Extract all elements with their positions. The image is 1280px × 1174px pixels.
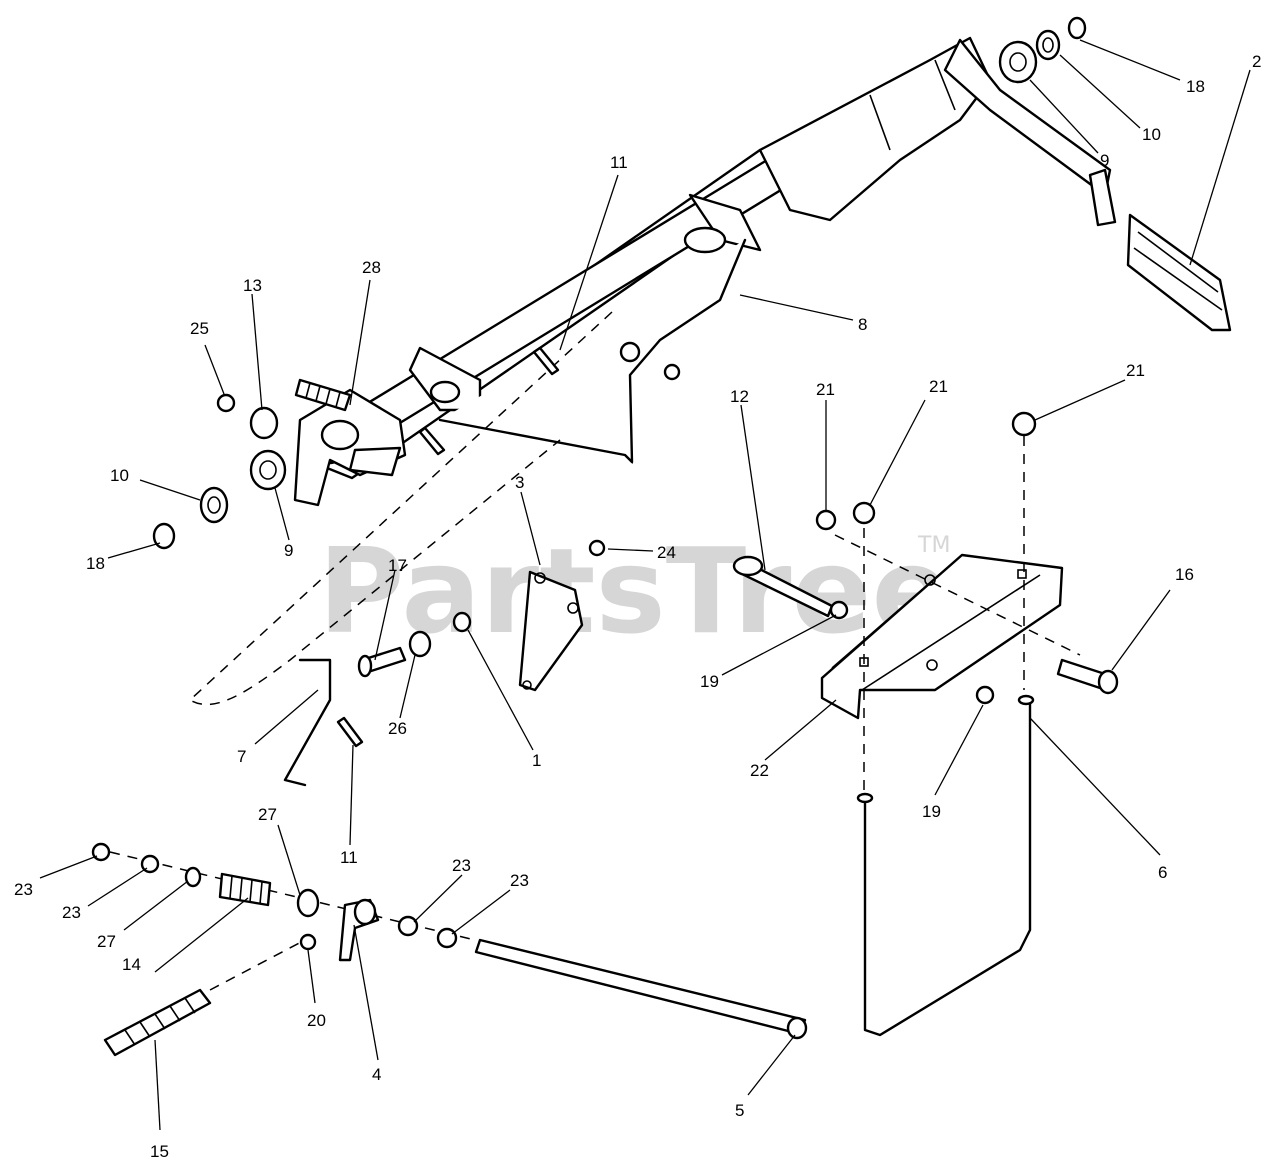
callout-label-25: 25 [190, 319, 209, 338]
cotter-pin-11-upper [532, 346, 560, 376]
nut-21-left [815, 509, 837, 531]
rod-6 [863, 698, 1032, 1037]
callout-label-11: 11 [610, 153, 628, 172]
centerline [109, 851, 476, 941]
cotter-pin [418, 426, 446, 456]
callout-label-23: 23 [14, 880, 33, 899]
nut-25 [216, 393, 236, 413]
lift-shaft-assembly [293, 36, 1232, 507]
callout-label-7: 7 [237, 747, 246, 766]
nut-21-middle [852, 501, 876, 525]
callout-label-22: 22 [750, 761, 769, 780]
callout-label-8: 8 [858, 315, 867, 334]
callout-label-9: 9 [284, 541, 293, 560]
callout-label-21: 21 [1126, 361, 1145, 380]
callout-label-1: 1 [532, 751, 541, 770]
callout-label-12: 12 [730, 387, 749, 406]
callout-label-23: 23 [510, 871, 529, 890]
knob-13 [249, 406, 279, 440]
callout-label-3: 3 [515, 473, 524, 492]
callout-label-28: 28 [362, 258, 381, 277]
callout-label-27: 27 [97, 932, 116, 951]
leader-lines [39, 39, 1251, 1131]
rod-7 [283, 658, 332, 787]
callout-label-10: 10 [1142, 125, 1161, 144]
centerline [834, 534, 1081, 656]
callout-label-11: 11 [340, 848, 358, 867]
washer-10-left [199, 486, 229, 524]
assembly-envelope [188, 311, 613, 706]
nut-21-right [1011, 411, 1037, 437]
nut-20 [299, 933, 317, 951]
callout-label-19: 19 [700, 672, 719, 691]
clip-18-left [152, 522, 176, 550]
washer-27-left [184, 866, 202, 888]
pedal-pad [1126, 213, 1232, 332]
nut-23-a [91, 842, 111, 862]
callout-label-26: 26 [388, 719, 407, 738]
nut-23-d [436, 927, 458, 949]
callout-label-23: 23 [62, 903, 81, 922]
washer-27-right [296, 888, 320, 918]
callout-label-2: 2 [1252, 52, 1261, 71]
nut-24 [588, 539, 606, 557]
callout-label-15: 15 [150, 1142, 169, 1161]
washer-26 [408, 630, 432, 658]
callout-label-10: 10 [110, 466, 129, 485]
callout-label-14: 14 [122, 955, 141, 974]
watermark-trademark: TM [917, 533, 950, 558]
bushing-9-right [998, 40, 1038, 84]
washer-10-right [1035, 29, 1061, 61]
cotter-pin-11-lower [336, 716, 364, 748]
callout-label-13: 13 [243, 276, 262, 295]
nut-23-c [397, 915, 419, 937]
callout-label-23: 23 [452, 856, 471, 875]
callout-label-27: 27 [258, 805, 277, 824]
callout-label-4: 4 [372, 1065, 381, 1084]
callout-label-21: 21 [816, 380, 835, 399]
callout-label-18: 18 [1186, 77, 1205, 96]
lift-rod-8 [438, 238, 747, 464]
callout-label-16: 16 [1175, 565, 1194, 584]
callout-label-21: 21 [929, 377, 948, 396]
callout-labels: 2 18 10 9 8 11 28 13 25 10 9 18 3 24 17 … [14, 52, 1261, 1161]
nut-19-lower [975, 685, 995, 705]
callout-label-5: 5 [735, 1101, 744, 1120]
callout-label-24: 24 [657, 543, 676, 562]
callout-label-6: 6 [1158, 863, 1167, 882]
nut-19-upper [829, 600, 849, 620]
bushing-9-left [249, 449, 287, 491]
spring-15 [103, 939, 306, 1057]
plate-3 [518, 570, 584, 692]
spacer-1 [452, 611, 472, 633]
spring-14 [218, 872, 272, 907]
clip-18-right [1067, 16, 1087, 40]
callout-label-9: 9 [1100, 151, 1109, 170]
callout-label-17: 17 [388, 556, 407, 575]
callout-label-20: 20 [307, 1011, 326, 1030]
callout-label-18: 18 [86, 554, 105, 573]
rod-5 [474, 938, 807, 1036]
callout-label-19: 19 [922, 802, 941, 821]
